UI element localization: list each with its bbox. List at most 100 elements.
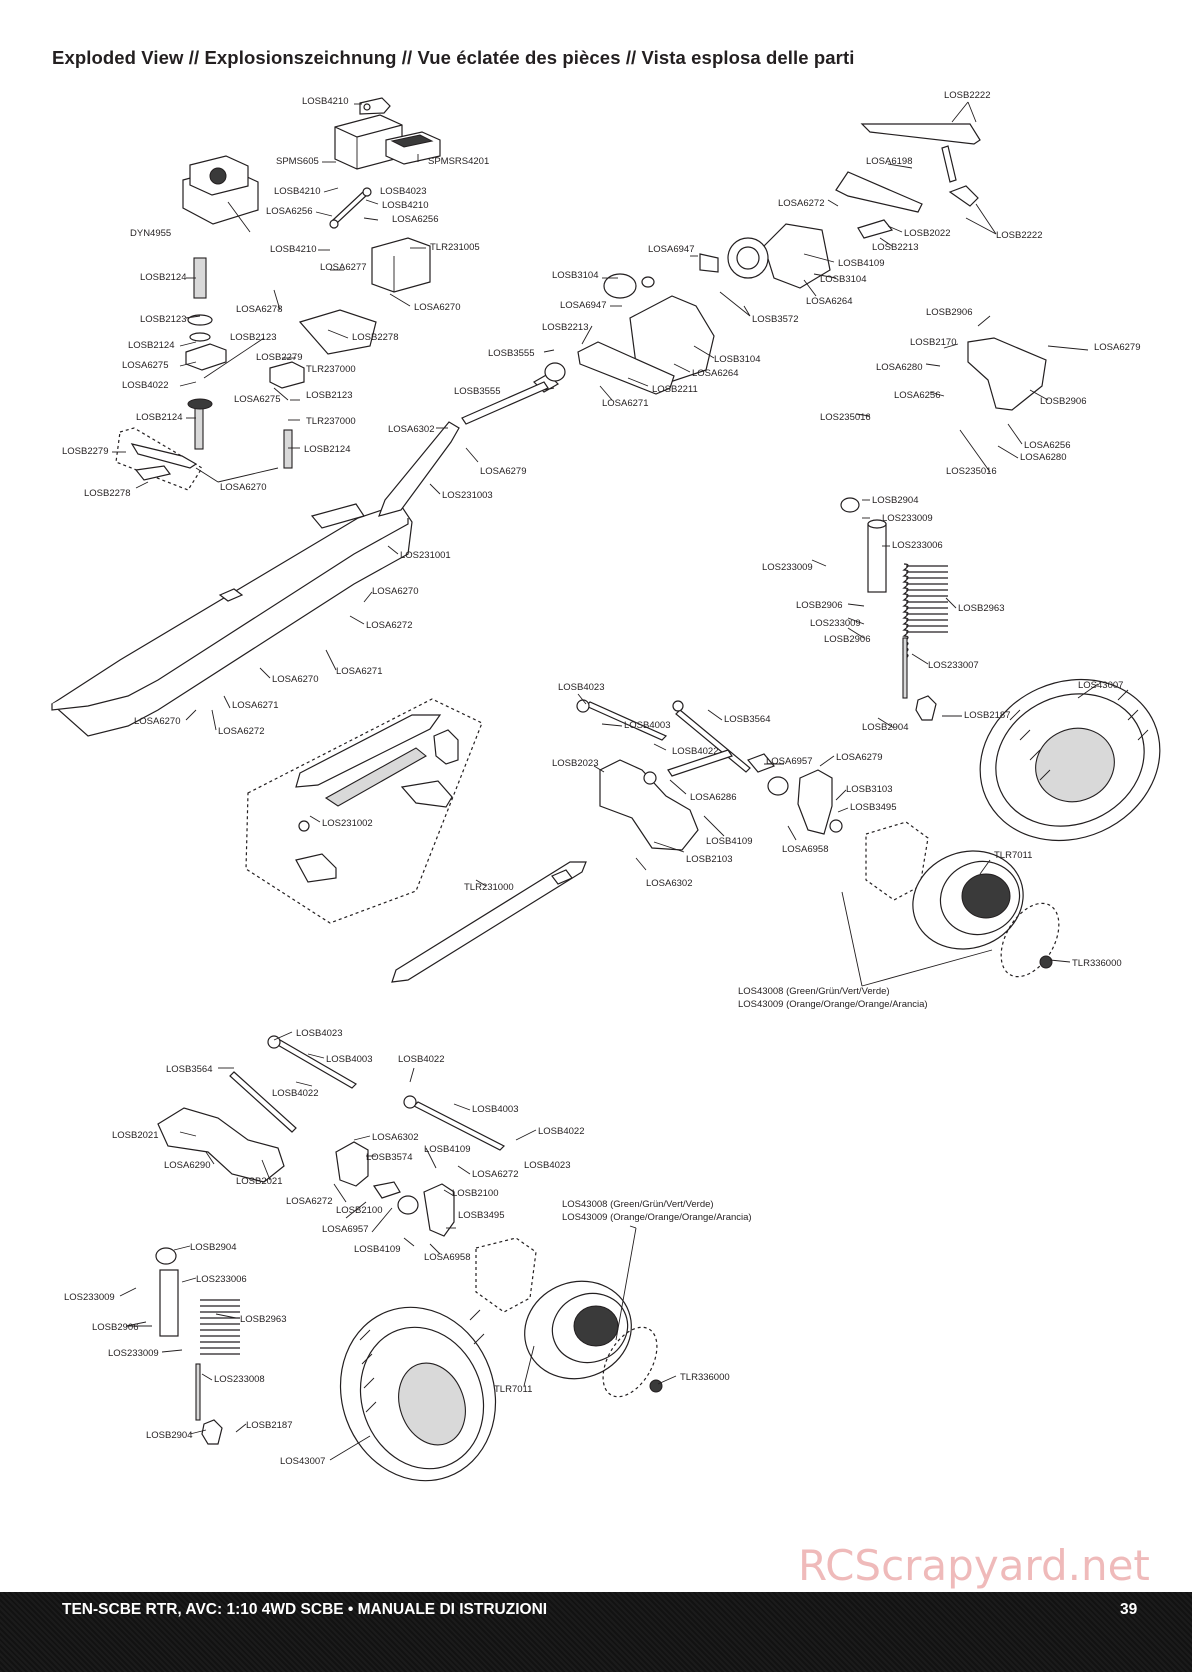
label-tlr336000-b: TLR336000 [680, 1372, 730, 1383]
label-losa6278: LOSA6278 [236, 304, 282, 315]
front-tire [979, 678, 1161, 842]
label-losa6290: LOSA6290 [164, 1160, 210, 1171]
label-losb2906-e: LOSB2906 [92, 1322, 138, 1333]
label-losb4109-a: LOSB4109 [838, 258, 884, 269]
label-losa6280-b: LOSA6280 [1020, 452, 1066, 463]
label-losb4022-b: LOSB4022 [672, 746, 718, 757]
label-losb2124-d: LOSB2124 [304, 444, 350, 455]
label-losa6264-b: LOSA6264 [692, 368, 738, 379]
label-losa6272-a: LOSA6272 [778, 198, 824, 209]
label-losa6270-e: LOSA6270 [134, 716, 180, 727]
label-losb4023-c: LOSB4023 [296, 1028, 342, 1039]
label-losb2124-c: LOSB2124 [136, 412, 182, 423]
label-losa6272-c: LOSA6272 [218, 726, 264, 737]
label-tlr237000-a: TLR237000 [306, 364, 356, 375]
rear-wheel [475, 1237, 663, 1398]
label-los231003: LOS231003 [442, 490, 493, 501]
label-losb4022-e: LOSB4022 [538, 1126, 584, 1137]
label-losb2023: LOSB2023 [552, 758, 598, 769]
label-spms605: SPMS605 [276, 156, 319, 167]
label-losa6957-a: LOSA6957 [766, 756, 812, 767]
label-losb4023-b: LOSB4023 [558, 682, 604, 693]
battery-hold-down-group [245, 698, 483, 924]
label-losb2213-b: LOSB2213 [542, 322, 588, 333]
label-losb4022-c: LOSB4022 [272, 1088, 318, 1099]
label-losa6280-a: LOSA6280 [876, 362, 922, 373]
rear-suspension-arm [157, 1071, 297, 1183]
label-losb4210-b: LOSB4210 [274, 186, 320, 197]
front-shock [840, 497, 948, 721]
front-sway-bar [860, 123, 981, 207]
receiver [385, 131, 441, 165]
label-losa6271-a: LOSA6271 [602, 398, 648, 409]
servo [334, 114, 403, 170]
label-tlr7011-a: TLR7011 [994, 850, 1032, 861]
label-losb2170: LOSB2170 [910, 337, 956, 348]
label-losa6264-a: LOSA6264 [806, 296, 852, 307]
servo-mount [298, 309, 377, 355]
rear-tire [339, 1306, 497, 1482]
label-los233006-a: LOS233006 [892, 540, 943, 551]
watermark: RCScrapyard.net [798, 1541, 1150, 1590]
label-dyn4955: DYN4955 [130, 228, 171, 239]
label-los43009-b: LOS43009 (Orange/Orange/Orange/Arancia) [562, 1212, 752, 1223]
label-los43007-b: LOS43007 [280, 1456, 325, 1467]
label-losb2278-b: LOSB2278 [84, 488, 130, 499]
label-losb4109-b: LOSB4109 [706, 836, 752, 847]
label-losb3572: LOSB3572 [752, 314, 798, 325]
label-losb2022: LOSB2022 [904, 228, 950, 239]
rear-shock [155, 1247, 240, 1445]
receiver-box [371, 237, 431, 293]
label-tlr231005: TLR231005 [430, 242, 480, 253]
label-tlr237000-b: TLR237000 [306, 416, 356, 427]
servo-linkage [329, 187, 372, 229]
label-tlr231000: TLR231000 [464, 882, 514, 893]
label-losb3104-a: LOSB3104 [552, 270, 598, 281]
label-losb2187-b: LOSB2187 [246, 1420, 292, 1431]
label-losa6272-d2: LOSA6272 [286, 1196, 332, 1207]
rear-turnbuckles [267, 1035, 506, 1151]
front-bumper-mount [967, 337, 1047, 411]
label-losb2211: LOSB2211 [652, 384, 698, 395]
label-losb3555-b: LOSB3555 [454, 386, 500, 397]
chassis-plate [51, 503, 413, 737]
esc [182, 155, 259, 225]
label-losb2123-c: LOSB2123 [306, 390, 352, 401]
part-labels: LOSB4210 SPMS605 SPMSRS4201 LOSB4210 LOS… [62, 90, 1140, 1467]
label-losb2904-a: LOSB2904 [872, 495, 918, 506]
label-losb4003-b: LOSB4003 [326, 1054, 372, 1065]
label-losb3574: LOSB3574 [366, 1152, 412, 1163]
label-losa6277: LOSA6277 [320, 262, 366, 273]
exploded-view-diagram: LOSB4210 SPMS605 SPMSRS4201 LOSB4210 LOS… [51, 90, 1161, 1482]
front-skid-plate-tlr231000 [391, 861, 587, 983]
label-losa6198: LOSA6198 [866, 156, 912, 167]
label-losb4109-c: LOSB4109 [424, 1144, 470, 1155]
rear-hub [335, 1141, 455, 1237]
label-losb3564-a: LOSB3564 [724, 714, 770, 725]
label-losb2222-a: LOSB2222 [944, 90, 990, 101]
label-losb3495-a: LOSB3495 [850, 802, 896, 813]
label-losb2279-b: LOSB2279 [62, 446, 108, 457]
label-losb2906-d: LOSB2906 [824, 634, 870, 645]
label-losb4022-a: LOSB4022 [122, 380, 168, 391]
label-losa6272-b: LOSA6272 [366, 620, 412, 631]
label-losb2100-b: LOSB2100 [452, 1188, 498, 1199]
label-los43007-a: LOS43007 [1078, 680, 1123, 691]
label-losa6270-b: LOSA6270 [220, 482, 266, 493]
label-losa6272-d: LOSA6272 [472, 1169, 518, 1180]
label-los233009-e: LOS233009 [108, 1348, 159, 1359]
label-los43008-a: LOS43008 (Green/Grün/Vert/Verde) [738, 986, 890, 997]
label-losb3564-b: LOSB3564 [166, 1064, 212, 1075]
front-shock-tower [835, 171, 923, 239]
label-losb2963-a: LOSB2963 [958, 603, 1004, 614]
label-losb4023-a: LOSB4023 [380, 186, 426, 197]
label-losb4003-c: LOSB4003 [472, 1104, 518, 1115]
label-los43008-b: LOS43008 (Green/Grün/Vert/Verde) [562, 1199, 714, 1210]
label-los231002: LOS231002 [322, 818, 373, 829]
label-losb3495-b: LOSB3495 [458, 1210, 504, 1221]
label-losb4023-d: LOSB4023 [524, 1160, 570, 1171]
label-losb4003-a: LOSB4003 [624, 720, 670, 731]
label-losa6947-a: LOSA6947 [648, 244, 694, 255]
label-losb2124-a: LOSB2124 [140, 272, 186, 283]
label-losa6947-b: LOSA6947 [560, 300, 606, 311]
